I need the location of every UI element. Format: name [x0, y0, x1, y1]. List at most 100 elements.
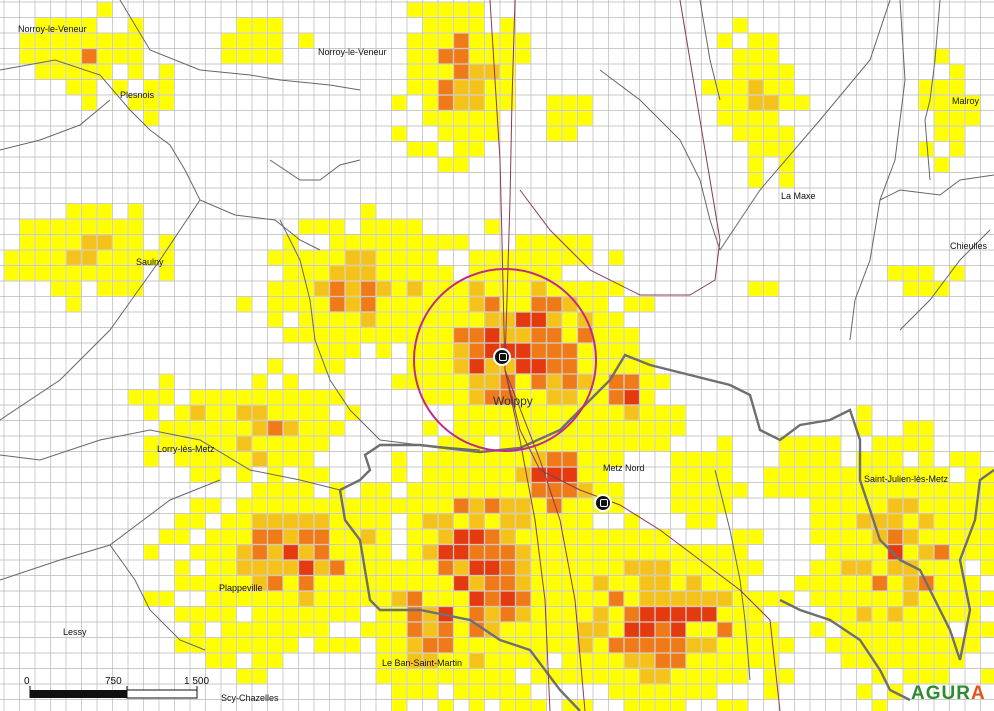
population-cell	[748, 607, 763, 622]
population-cell	[252, 607, 267, 622]
population-cell	[748, 157, 763, 172]
population-cell	[314, 328, 329, 343]
population-cell	[330, 359, 345, 374]
population-cell	[500, 80, 515, 95]
population-cell	[764, 33, 779, 48]
metz-border	[779, 598, 911, 702]
population-cell	[841, 622, 856, 637]
population-cell	[624, 421, 639, 436]
population-cell	[438, 18, 453, 33]
population-cell	[593, 483, 608, 498]
commune-border	[0, 429, 341, 491]
population-cell	[314, 266, 329, 281]
population-cell	[950, 529, 965, 544]
population-cell	[144, 390, 159, 405]
population-cell	[655, 405, 670, 420]
population-cell	[593, 359, 608, 374]
population-cell	[810, 436, 825, 451]
population-cell	[655, 607, 670, 622]
population-cell	[252, 560, 267, 575]
railway-layer	[489, 0, 781, 711]
train-station-icon[interactable]	[493, 348, 511, 366]
population-cell	[82, 33, 97, 48]
population-cell	[516, 514, 531, 529]
population-cell	[221, 591, 236, 606]
population-cell	[779, 157, 794, 172]
population-cell	[826, 638, 841, 653]
population-cell	[903, 421, 918, 436]
population-cell	[624, 374, 639, 389]
population-cell	[423, 591, 438, 606]
population-cell	[438, 638, 453, 653]
agura-logo: AGURA	[911, 683, 986, 705]
population-cell	[950, 576, 965, 591]
population-cell	[423, 483, 438, 498]
population-cell	[314, 405, 329, 420]
railway	[504, 369, 586, 711]
population-cell	[221, 545, 236, 560]
population-cell	[903, 607, 918, 622]
population-cell	[950, 514, 965, 529]
population-cell	[702, 622, 717, 637]
population-cell	[764, 80, 779, 95]
population-cell	[934, 653, 949, 668]
population-cell	[516, 591, 531, 606]
population-cell	[454, 514, 469, 529]
population-cell	[609, 622, 624, 637]
population-cell	[206, 436, 221, 451]
population-cell	[547, 266, 562, 281]
population-cell	[268, 436, 283, 451]
population-cell	[903, 281, 918, 296]
population-cell	[702, 514, 717, 529]
population-cell	[500, 452, 515, 467]
population-cell	[407, 483, 422, 498]
population-cell	[175, 405, 190, 420]
population-cell	[733, 49, 748, 64]
population-cell	[872, 560, 887, 575]
population-cell	[438, 281, 453, 296]
population-cell	[702, 545, 717, 560]
population-cell	[748, 622, 763, 637]
train-station-icon[interactable]	[594, 494, 612, 512]
population-cell	[159, 436, 174, 451]
population-cell	[144, 436, 159, 451]
population-cell	[159, 266, 174, 281]
population-cell	[283, 421, 298, 436]
population-cell	[686, 622, 701, 637]
population-cell	[655, 669, 670, 684]
population-cell	[562, 374, 577, 389]
population-cell	[237, 669, 252, 684]
population-cell	[454, 545, 469, 560]
population-cell	[438, 297, 453, 312]
population-cell	[392, 126, 407, 141]
population-cell	[454, 452, 469, 467]
population-cell	[826, 467, 841, 482]
population-cell	[655, 622, 670, 637]
population-cell	[299, 560, 314, 575]
population-cell	[407, 576, 422, 591]
population-cell	[578, 312, 593, 327]
population-cell	[376, 653, 391, 668]
population-cell	[934, 545, 949, 560]
population-cell	[500, 607, 515, 622]
place-label-lorry: Lorry-lès-Metz	[157, 444, 215, 454]
population-cell	[547, 638, 562, 653]
population-cell	[578, 498, 593, 513]
population-cell	[190, 467, 205, 482]
population-cell	[454, 142, 469, 157]
population-cell	[190, 390, 205, 405]
population-cell	[702, 607, 717, 622]
population-cell	[299, 576, 314, 591]
population-cell	[562, 560, 577, 575]
population-cell	[51, 266, 66, 281]
population-cell	[655, 529, 670, 544]
place-label-la-maxe: La Maxe	[781, 191, 816, 201]
population-cell	[376, 560, 391, 575]
population-cell	[82, 219, 97, 234]
population-cell	[578, 622, 593, 637]
population-cell	[919, 514, 934, 529]
population-cell	[531, 374, 546, 389]
population-cell	[919, 266, 934, 281]
